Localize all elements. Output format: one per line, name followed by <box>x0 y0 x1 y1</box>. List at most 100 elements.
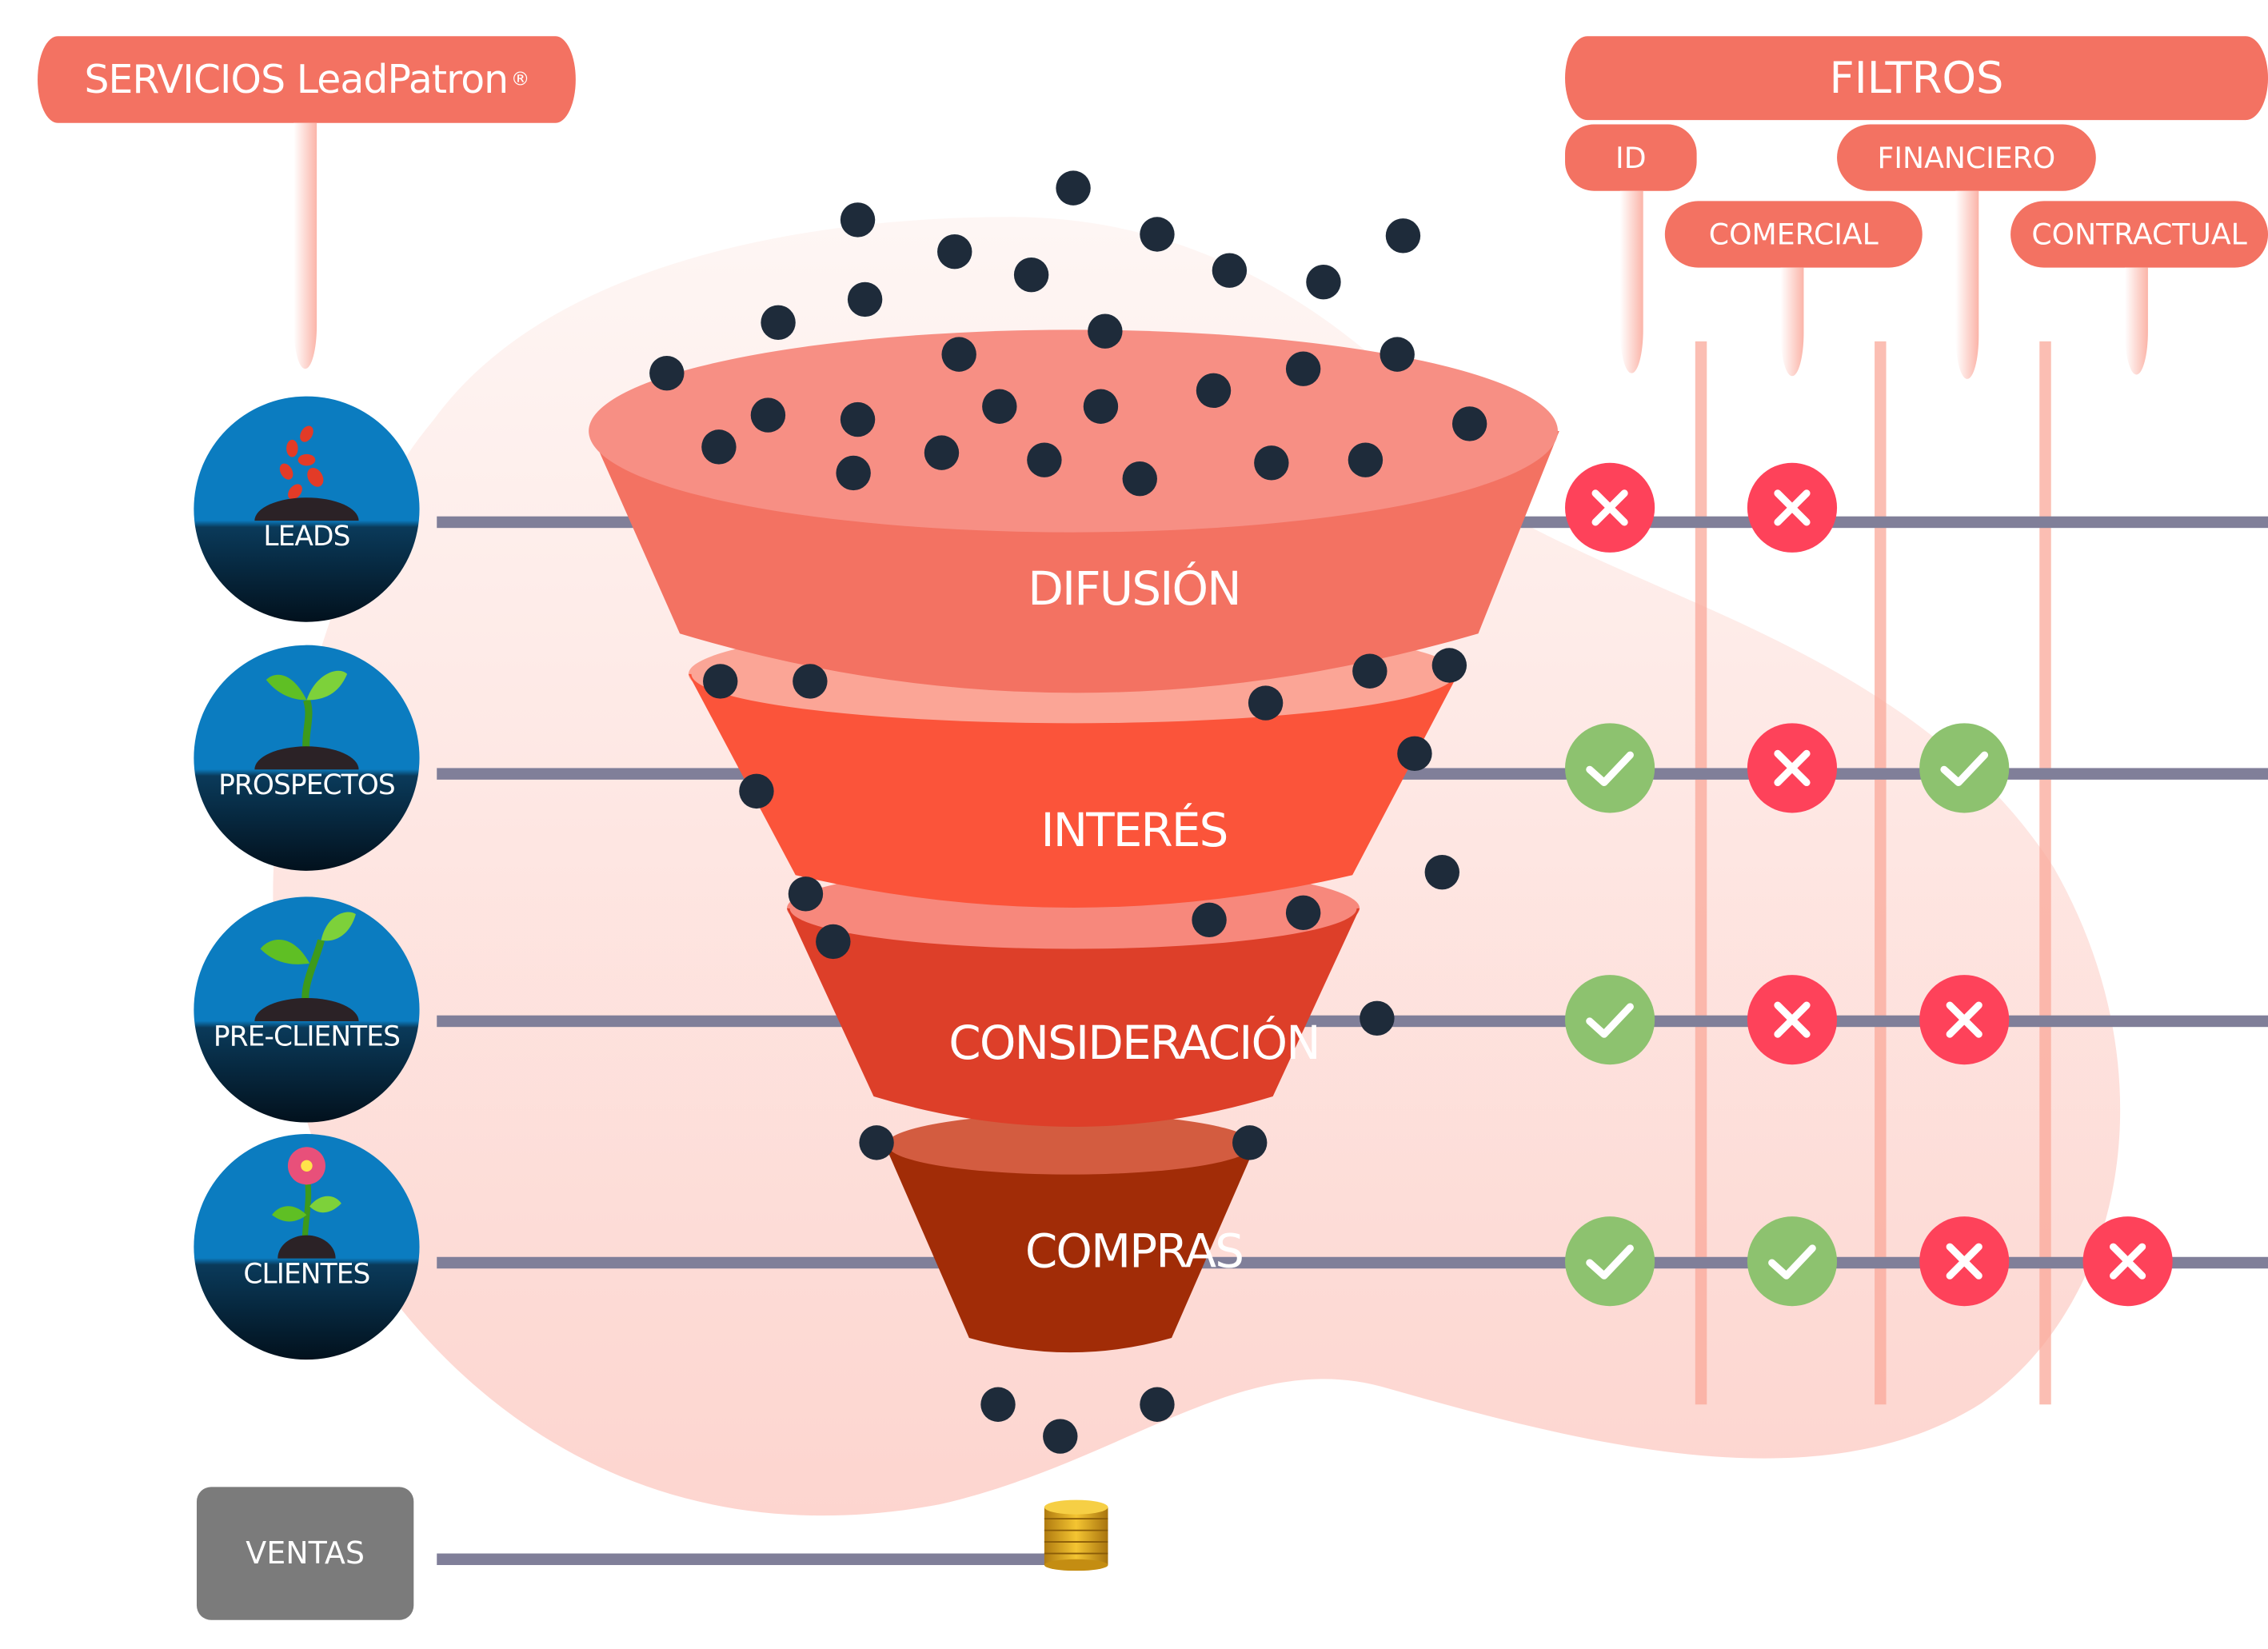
funnel-label-compras: COMPRAS <box>1024 1224 1244 1279</box>
lead-dot <box>1380 337 1415 372</box>
cross-icon <box>1919 1216 2010 1307</box>
lead-dot <box>1360 1000 1395 1036</box>
check-icon <box>1565 1216 1655 1307</box>
column-divider <box>2039 341 2051 1405</box>
filter-financiero[interactable]: FINANCIERO <box>1837 124 2096 191</box>
filter-comercial-label: COMERCIAL <box>1708 217 1879 252</box>
lead-dot <box>1451 406 1487 441</box>
cross-icon <box>1747 975 1838 1065</box>
lead-dot <box>1140 217 1175 252</box>
sprout-icon <box>266 670 348 756</box>
title-pointer <box>293 122 317 369</box>
lead-dot <box>1056 170 1091 206</box>
cross-icon <box>1747 462 1838 553</box>
lead-dot <box>1348 442 1384 477</box>
lead-dot <box>761 305 796 341</box>
cross-icon <box>1919 975 2010 1065</box>
services-title-badge: SERVICIOS LeadPatron® <box>38 36 576 123</box>
funnel-segment-compras <box>884 1113 1256 1353</box>
lead-dot <box>1306 264 1341 300</box>
services-title: SERVICIOS LeadPatron <box>84 57 509 102</box>
cross-icon <box>1565 462 1655 553</box>
lead-dot <box>703 664 738 699</box>
cross-icon <box>1747 723 1838 813</box>
check-icon <box>1919 723 2010 813</box>
lead-dot <box>840 401 876 437</box>
lead-dot <box>1212 253 1248 288</box>
lead-dot <box>1027 442 1062 477</box>
lead-dot <box>924 435 960 470</box>
column-divider <box>1875 341 1887 1405</box>
lead-dot <box>859 1125 894 1160</box>
filter-contractual-pointer <box>2124 267 2148 375</box>
column-divider <box>1695 341 1707 1405</box>
lead-dot <box>982 389 1017 424</box>
filters-title: FILTROS <box>1829 53 2004 104</box>
filter-contractual[interactable]: CONTRACTUAL <box>2010 201 2268 268</box>
lead-dot <box>1232 1125 1268 1160</box>
lead-dot <box>1397 736 1432 772</box>
lead-dot <box>1431 648 1467 683</box>
filter-contractual-label: CONTRACTUAL <box>2031 217 2247 252</box>
lead-dot <box>1248 685 1284 721</box>
filter-comercial[interactable]: COMERCIAL <box>1664 201 1923 268</box>
lead-dot <box>980 1387 1016 1422</box>
lead-dot <box>840 202 876 238</box>
lead-dot <box>788 876 824 912</box>
lead-dot <box>1122 461 1157 497</box>
lead-dot <box>1196 373 1232 409</box>
filter-comercial-pointer <box>1780 267 1804 377</box>
lead-dot <box>1043 1419 1078 1454</box>
filter-financiero-label: FINANCIERO <box>1877 140 2056 175</box>
stage-leads: LEADS <box>194 396 420 622</box>
lead-dot <box>1285 895 1321 930</box>
stage-pre-clientes: PRE-CLIENTES <box>194 896 420 1123</box>
stage-clientes: CLIENTES <box>194 1134 420 1360</box>
lead-dot <box>1083 389 1119 424</box>
check-icon <box>1747 1216 1838 1307</box>
funnel-segment-difusion <box>589 329 1559 693</box>
lead-dot <box>1285 351 1321 386</box>
sales-box: VENTAS <box>196 1487 414 1620</box>
lead-dot <box>793 664 828 699</box>
stage-prospectos: PROSPECTOS <box>194 645 420 871</box>
check-icon <box>1565 975 1655 1065</box>
lead-dot <box>836 455 871 491</box>
lead-dot <box>1192 902 1227 938</box>
coin-stack-icon <box>1044 1499 1108 1571</box>
sales-label: VENTAS <box>246 1535 365 1571</box>
funnel-label-interes: INTERÉS <box>1040 802 1228 858</box>
lead-dot <box>847 281 883 317</box>
stage-prospectos-label: PROSPECTOS <box>218 769 396 802</box>
filter-financiero-pointer <box>1955 190 1979 379</box>
lead-dot <box>649 355 685 391</box>
lead-dot <box>1013 257 1049 293</box>
check-icon <box>1565 723 1655 813</box>
sales-connector <box>437 1553 1074 1566</box>
stage-pre-clientes-label: PRE-CLIENTES <box>213 1020 401 1053</box>
lead-dot <box>701 429 737 465</box>
filters-header: FILTROS <box>1565 36 2268 121</box>
lead-dot <box>1140 1387 1175 1422</box>
filter-id-label: ID <box>1615 140 1647 175</box>
lead-dot <box>1352 653 1388 689</box>
funnel-label-consideracion: CONSIDERACIÓN <box>948 1015 1320 1071</box>
plant-icon <box>260 912 356 1010</box>
stage-clientes-label: CLIENTES <box>243 1258 370 1291</box>
lead-dot <box>816 924 851 960</box>
lead-dot <box>739 773 774 809</box>
lead-dot <box>1254 445 1289 481</box>
filter-id-pointer <box>1619 190 1643 373</box>
soil-icon <box>254 497 359 521</box>
lead-dot <box>1088 313 1123 349</box>
cross-icon <box>2082 1216 2173 1307</box>
registered-mark: ® <box>510 68 529 91</box>
seeds-icon <box>279 425 324 500</box>
filter-id[interactable]: ID <box>1565 124 1697 191</box>
lead-dot <box>941 337 976 372</box>
stage-leads-label: LEADS <box>263 521 350 553</box>
lead-dot <box>750 397 786 433</box>
funnel-label-difusion: DIFUSIÓN <box>1028 561 1241 617</box>
